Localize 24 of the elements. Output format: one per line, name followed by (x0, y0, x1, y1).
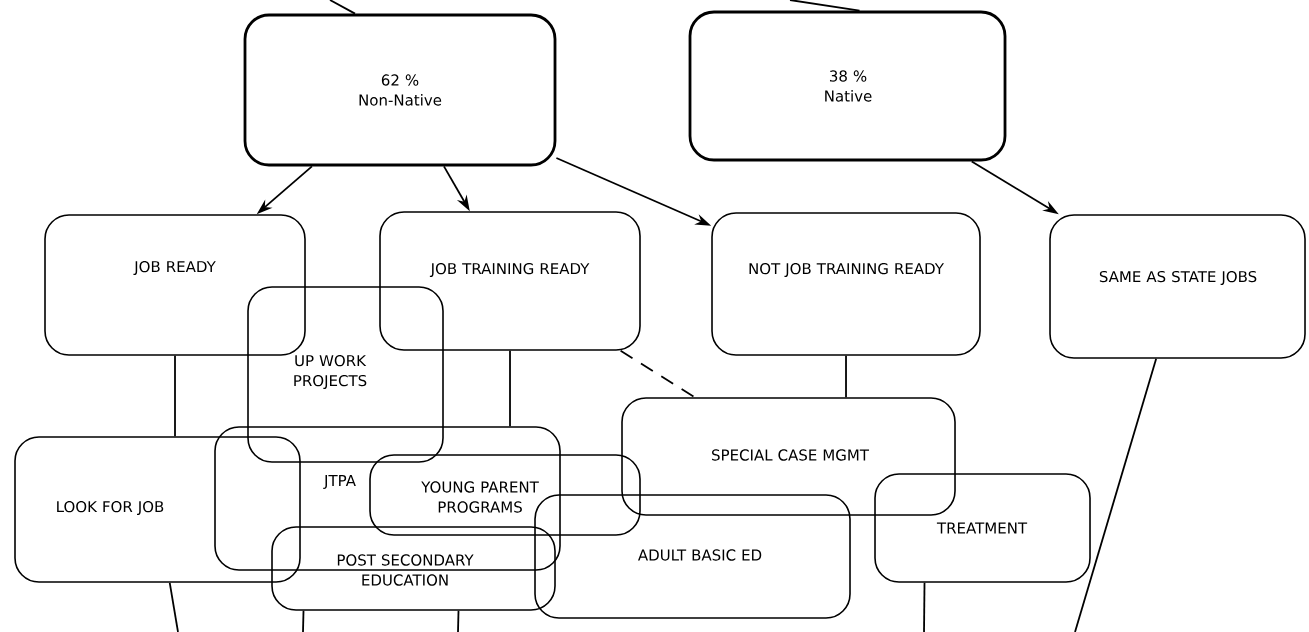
process-box: TREATMENT (874, 473, 1091, 583)
connector-line (302, 609, 305, 632)
connector-line (619, 349, 696, 399)
connector-line (845, 354, 847, 399)
connector-line (923, 581, 926, 632)
process-box: SAME AS STATE JOBS (1049, 214, 1306, 359)
connector-line (457, 609, 460, 632)
process-box: JOB READY (44, 214, 306, 356)
process-box: ADULT BASIC ED (534, 494, 851, 619)
group-box: 62 % Non-Native (243, 13, 557, 167)
connector-line (1074, 357, 1158, 632)
connector-line (329, 0, 356, 15)
group-box: 38 % Native (688, 10, 1007, 162)
process-box: NOT JOB TRAINING READY (711, 212, 981, 356)
connector-line (168, 581, 179, 632)
process-box: YOUNG PARENT PROGRAMS (369, 454, 641, 536)
process-box: POST SECONDARY EDUCATION (271, 526, 556, 611)
connector-line (509, 349, 511, 428)
connector-line (174, 354, 176, 438)
connector-line (789, 0, 861, 12)
process-box: UP WORK PROJECTS (247, 286, 444, 463)
process-box: SPECIAL CASE MGMT (621, 397, 956, 516)
process-box: JOB TRAINING READY (379, 211, 641, 351)
process-box: LOOK FOR JOB (14, 436, 301, 583)
